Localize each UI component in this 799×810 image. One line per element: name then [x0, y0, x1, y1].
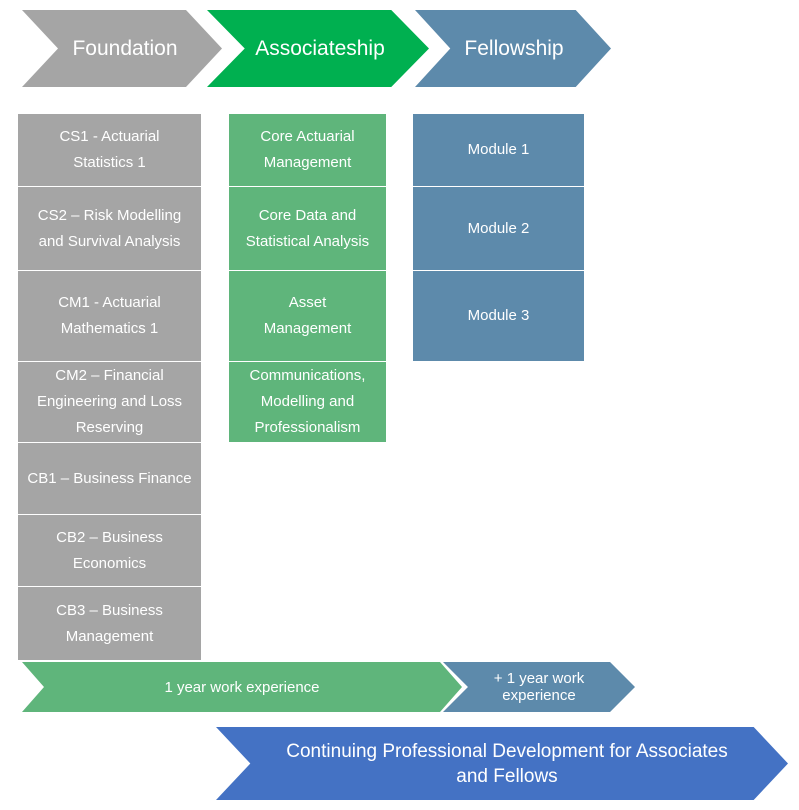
- stage-chevron-fellowship: Fellowship: [415, 10, 611, 87]
- cpd-label: Continuing Professional Development for …: [286, 740, 728, 787]
- work-experience-chevron: 1 year work experience: [22, 662, 462, 712]
- module-fellowship-1: Module 1: [413, 114, 584, 186]
- work-experience-label: 1 year work experience: [164, 678, 320, 696]
- extra-work-experience-label: + 1 year work experience: [493, 670, 585, 704]
- stage-chevron-foundation: Foundation: [22, 10, 222, 87]
- stage-chevron-associateship: Associateship: [207, 10, 429, 87]
- stage-label-foundation: Foundation: [72, 36, 178, 60]
- module-communications-modelling-professionalism: Communications, Modelling and Profession…: [229, 362, 386, 442]
- extra-work-experience-chevron: + 1 year work experience: [443, 662, 635, 712]
- module-cm1: CM1 - Actuarial Mathematics 1: [18, 271, 201, 361]
- stage-label-associateship: Associateship: [255, 36, 385, 60]
- module-cb1: CB1 – Business Finance: [18, 443, 201, 514]
- module-cm2: CM2 – Financial Engineering and Loss Res…: [18, 362, 201, 442]
- module-core-data-statistical-analysis: Core Data and Statistical Analysis: [229, 187, 386, 270]
- stage-label-fellowship: Fellowship: [464, 36, 564, 60]
- module-core-actuarial-management: Core Actuarial Management: [229, 114, 386, 186]
- module-asset-management: Asset Management: [229, 271, 386, 361]
- module-cs2: CS2 – Risk Modelling and Survival Analys…: [18, 187, 201, 270]
- module-cs1: CS1 - Actuarial Statistics 1: [18, 114, 201, 186]
- module-fellowship-3: Module 3: [413, 271, 584, 361]
- module-cb2: CB2 – Business Economics: [18, 515, 201, 586]
- module-cb3: CB3 – Business Management: [18, 587, 201, 660]
- cpd-chevron: Continuing Professional Development for …: [216, 727, 788, 800]
- module-fellowship-2: Module 2: [413, 187, 584, 270]
